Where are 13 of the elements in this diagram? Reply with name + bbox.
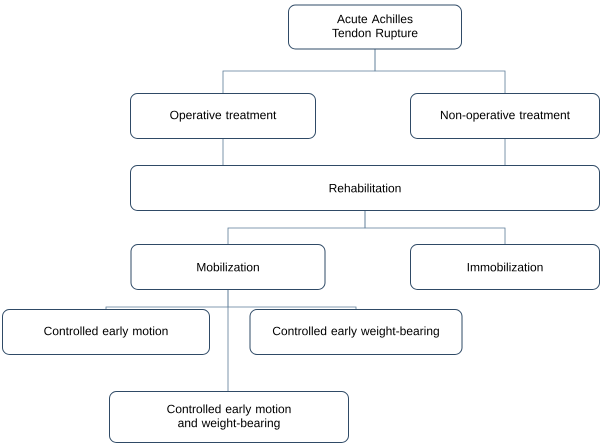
process-box: Operative treatment (130, 93, 316, 139)
connector-line (374, 49, 506, 94)
process-box: Non-operative treatment (410, 93, 600, 139)
process-box: Immobilization (410, 244, 600, 290)
process-box: Mobilization (130, 244, 326, 290)
connector-line (222, 138, 224, 166)
process-box: Rehabilitation (130, 165, 600, 211)
connector-line (364, 210, 506, 244)
process-box: Controlled early weight-bearing (250, 309, 462, 355)
connector-line (504, 138, 506, 166)
process-box: Controlled early motion and weight-bearing (109, 391, 349, 443)
process-box: Controlled early motion (2, 309, 210, 355)
process-box: Acute Achilles Tendon Rupture (288, 4, 462, 50)
